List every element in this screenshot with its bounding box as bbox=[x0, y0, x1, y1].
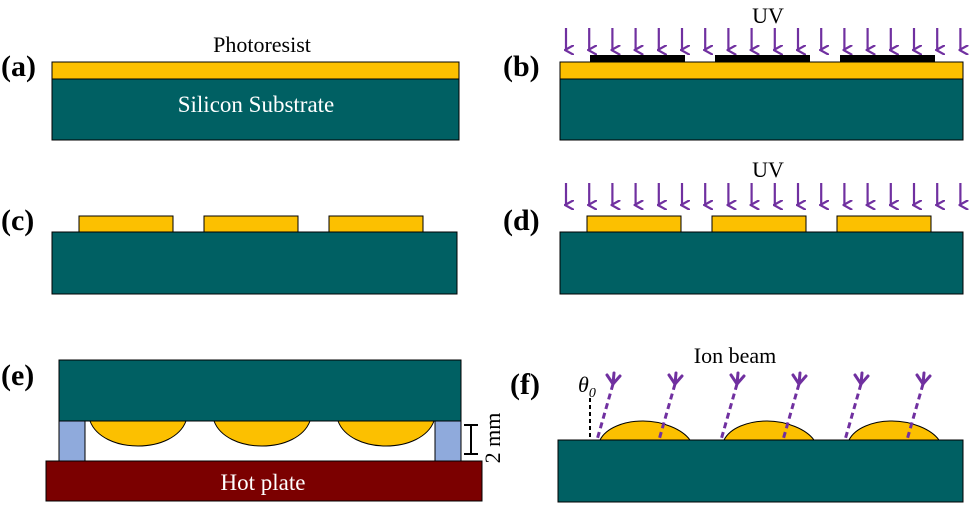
ion-source-icon bbox=[915, 371, 932, 386]
substrate-label: Silicon Substrate bbox=[178, 92, 335, 117]
panel-label-b: (b) bbox=[503, 50, 540, 83]
ion-source-icon bbox=[605, 371, 622, 386]
photoresist-pattern bbox=[328, 215, 424, 233]
theta-label: θ0 bbox=[578, 372, 596, 401]
silicon-substrate bbox=[557, 439, 964, 503]
microlens bbox=[723, 420, 815, 441]
ion-beam-label: Ion beam bbox=[694, 343, 776, 368]
photoresist-pattern bbox=[836, 215, 932, 233]
microlens bbox=[848, 420, 940, 441]
uv-arrows bbox=[566, 183, 960, 205]
ion-source-icon bbox=[791, 371, 808, 386]
silicon-substrate bbox=[51, 78, 460, 141]
photomask-segment bbox=[590, 55, 685, 62]
ion-source-icon bbox=[729, 371, 746, 386]
hot-plate-label: Hot plate bbox=[221, 470, 306, 495]
panel-c: (c) bbox=[1, 204, 458, 295]
photomask-segment bbox=[840, 55, 935, 62]
panel-e: (e) Hot plate 2 mm bbox=[1, 359, 505, 502]
photoresist-label: Photoresist bbox=[213, 32, 311, 57]
panel-label-f: (f) bbox=[510, 368, 540, 401]
silicon-substrate bbox=[559, 231, 964, 295]
silicon-substrate bbox=[51, 231, 458, 295]
panel-b: (b) UV bbox=[503, 3, 964, 141]
silicon-substrate-inverted bbox=[58, 359, 462, 422]
uv-label-d: UV bbox=[752, 157, 784, 182]
ion-beams bbox=[595, 371, 932, 441]
ion-source-icon bbox=[667, 371, 684, 386]
photoresist-pattern bbox=[711, 215, 807, 233]
photoresist-layer bbox=[51, 61, 460, 80]
panel-f: (f) Ion beam θ0 bbox=[510, 343, 964, 503]
panel-label-e: (e) bbox=[1, 359, 34, 392]
uv-label-b: UV bbox=[752, 3, 784, 28]
gap-label: 2 mm bbox=[480, 413, 505, 464]
photoresist-layer bbox=[559, 61, 964, 80]
microlens-droplet bbox=[337, 420, 435, 447]
panel-d: (d) UV bbox=[503, 157, 964, 295]
panel-a: (a) Photoresist Silicon Substrate bbox=[1, 32, 460, 141]
gap-dimension-marker bbox=[464, 424, 478, 455]
spacer-right bbox=[434, 420, 462, 462]
photoresist-pattern bbox=[78, 215, 174, 233]
silicon-substrate bbox=[559, 78, 964, 141]
photoresist-pattern bbox=[203, 215, 299, 233]
hot-plate bbox=[45, 460, 483, 502]
uv-arrows bbox=[566, 28, 960, 50]
microlens-droplet bbox=[213, 420, 311, 447]
photoresist-pattern bbox=[586, 215, 682, 233]
ion-source-icon bbox=[853, 371, 870, 386]
spacer-left bbox=[58, 420, 86, 462]
theta-symbol: θ bbox=[578, 372, 589, 397]
photomask-segment bbox=[715, 55, 810, 62]
panel-label-a: (a) bbox=[1, 50, 36, 83]
microlens-droplet bbox=[89, 420, 187, 447]
panel-label-d: (d) bbox=[503, 204, 540, 237]
panel-label-c: (c) bbox=[1, 204, 34, 237]
theta-subscript: 0 bbox=[589, 386, 596, 401]
microlens bbox=[599, 420, 691, 441]
